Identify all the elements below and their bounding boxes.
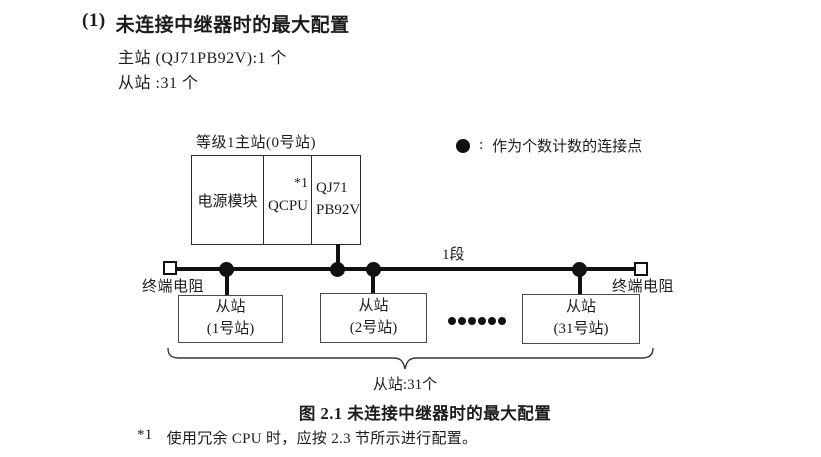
power-module-label: 电源模块	[197, 193, 258, 210]
master-station-count: 主站 (QJ71PB92V):1 个	[118, 50, 288, 67]
connection-dot-slave2	[366, 262, 381, 277]
footnote: *1 使用冗余 CPU 时，应按 2.3 节所示进行配置。	[137, 427, 477, 448]
slave31-line2: (31号站)	[553, 321, 609, 337]
terminator-left-label: 终端电阻	[142, 279, 205, 295]
slave-station-count: 从站 :31 个	[118, 75, 199, 92]
section-heading: (1) 未连接中继器时的最大配置	[82, 10, 350, 37]
connection-dot-master	[330, 262, 345, 277]
pb92v-label-line2: PB92V	[316, 202, 361, 218]
dot-icon	[458, 317, 466, 325]
ellipsis-dots	[448, 317, 506, 325]
connection-point-icon	[456, 138, 470, 153]
drop-line-slave31	[578, 270, 582, 295]
dot-icon	[488, 317, 496, 325]
legend-colon: :	[479, 137, 484, 153]
slave2-line1: 从站	[358, 298, 389, 315]
terminator-right-label: 终端电阻	[612, 279, 675, 295]
module-cell-pb92v: QJ71 PB92V	[312, 156, 361, 244]
slave-box-31: 从站 (31号站)	[522, 294, 640, 344]
master-station-box: 电源模块 *1 QCPU QJ71 PB92V	[191, 155, 361, 245]
drop-line-slave2	[371, 270, 375, 294]
drop-line-master	[336, 244, 340, 268]
heading-number: (1)	[82, 10, 106, 31]
connection-dot-slave1	[219, 262, 234, 277]
footnote-text: 使用冗余 CPU 时，应按 2.3 节所示进行配置。	[166, 431, 478, 447]
slave2-line2: (2号站)	[349, 320, 398, 336]
dot-icon	[468, 317, 476, 325]
qcpu-label: QCPU	[268, 198, 309, 214]
pb92v-label-line1: QJ71	[316, 180, 348, 197]
dot-icon	[448, 317, 456, 325]
legend: : 作为个数计数的连接点	[456, 135, 642, 156]
drop-line-slave1	[225, 270, 229, 296]
bus-line	[170, 267, 641, 271]
slave-box-1: 从站 (1号站)	[178, 295, 283, 343]
slave1-line2: (1号站)	[206, 321, 255, 337]
dot-icon	[498, 317, 506, 325]
module-cell-power: 电源模块	[192, 156, 264, 244]
qcpu-footnote-ref: *1	[294, 176, 308, 191]
terminator-right-icon	[634, 262, 648, 276]
dot-icon	[478, 317, 486, 325]
underbrace-icon	[167, 347, 654, 370]
slave-box-2: 从站 (2号站)	[320, 293, 427, 343]
slave1-line1: 从站	[215, 299, 246, 316]
slave-total-label: 从站:31个	[372, 377, 438, 393]
legend-label: 作为个数计数的连接点	[492, 139, 643, 155]
footnote-marker: *1	[137, 427, 153, 443]
connection-dot-slave31	[572, 262, 587, 277]
terminator-left-icon	[163, 261, 177, 275]
segment-label: 1段	[442, 247, 465, 263]
figure-caption: 图 2.1 未连接中继器时的最大配置	[298, 404, 552, 423]
heading-title: 未连接中继器时的最大配置	[115, 15, 350, 36]
slave31-line1: 从站	[565, 299, 596, 316]
module-cell-qcpu: *1 QCPU	[264, 156, 312, 244]
master-station-label: 等级1主站(0号站)	[196, 135, 316, 151]
